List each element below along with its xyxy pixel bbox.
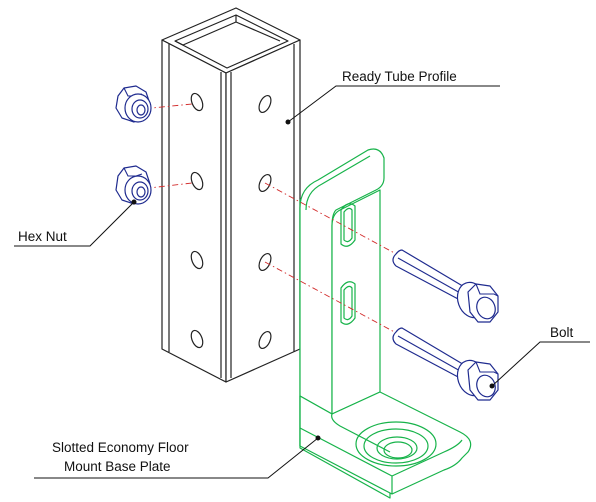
hex-nut-top [115, 85, 152, 123]
label-hex-nut: Hex Nut [14, 199, 137, 247]
label-tube-text: Ready Tube Profile [342, 69, 457, 84]
label-ready-tube-profile: Ready Tube Profile [285, 69, 500, 125]
hex-nut-bottom [115, 165, 152, 205]
label-base-plate: Slotted Economy Floor Mount Base Plate [34, 435, 321, 479]
bolt-bottom [392, 327, 499, 401]
label-bolt: Bolt [489, 325, 590, 389]
label-plate-line1: Slotted Economy Floor [52, 440, 189, 455]
label-plate-line2: Mount Base Plate [64, 459, 171, 474]
bolt-top [392, 249, 499, 323]
base-plate [299, 148, 472, 499]
label-bolt-text: Bolt [550, 325, 574, 340]
square-tube [161, 7, 301, 383]
label-hex-nut-text: Hex Nut [18, 229, 67, 244]
